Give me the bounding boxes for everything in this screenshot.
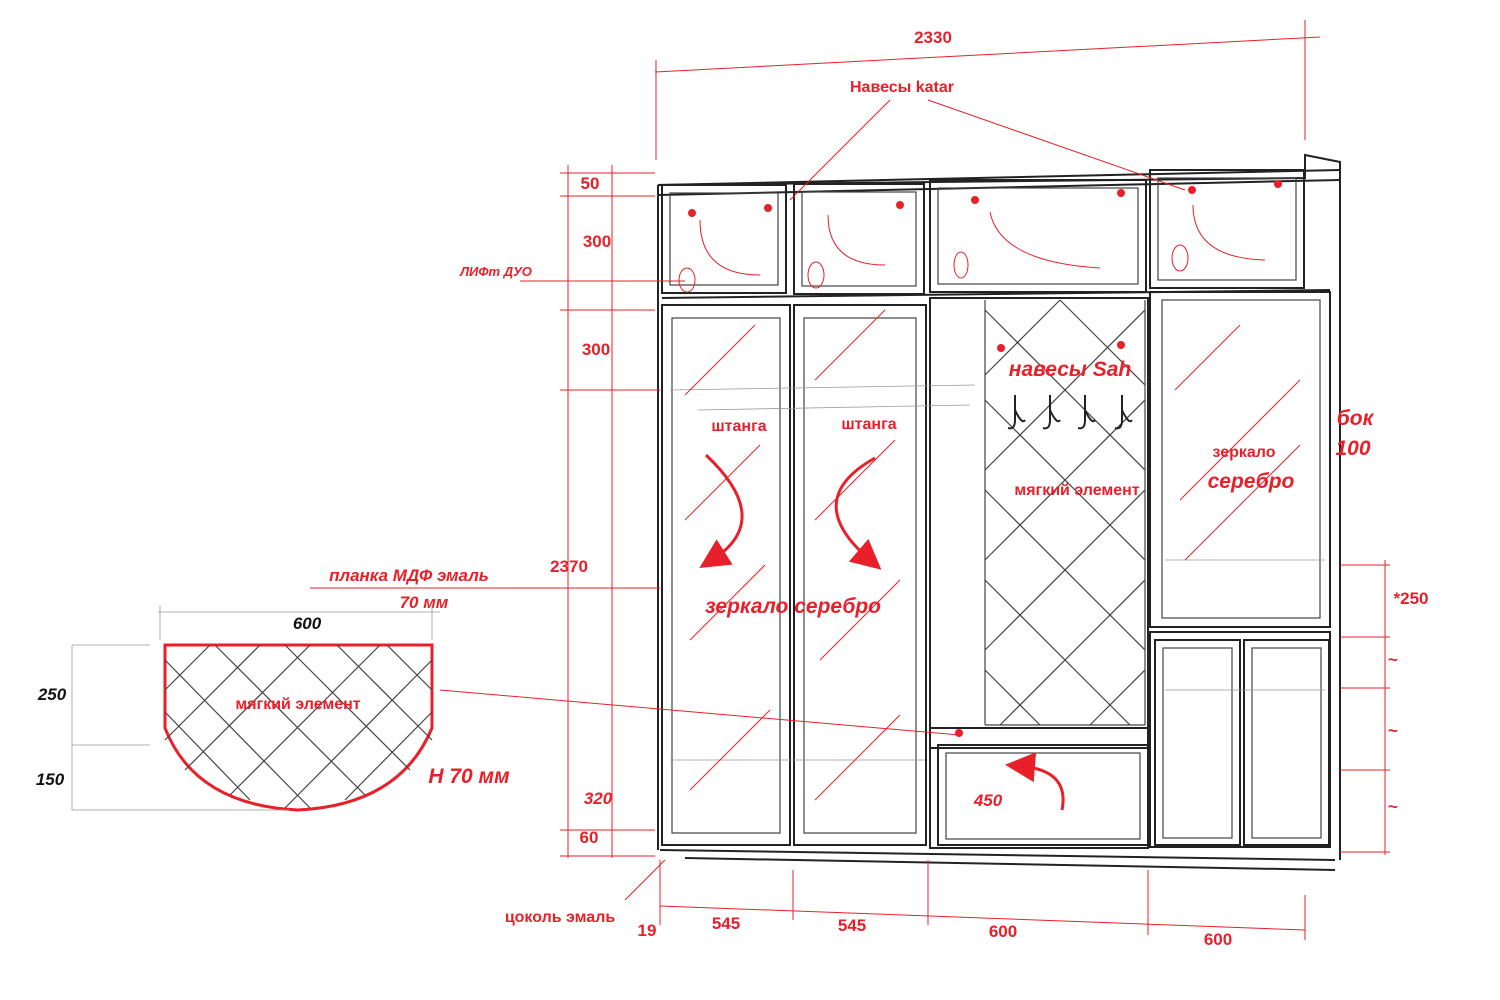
dim-lower-height: 320 bbox=[584, 789, 613, 808]
note-mirror-silver: зеркало серебро bbox=[705, 595, 881, 618]
note-hinges-sah: навесы Sah bbox=[1009, 358, 1131, 381]
dim-upper-height: 300 bbox=[583, 232, 611, 251]
dim-total-width: 2330 bbox=[914, 28, 952, 47]
dim-col1-width: 545 bbox=[712, 914, 740, 933]
note-rod-right: штанга bbox=[841, 416, 896, 433]
dim-tilde-2: ~ bbox=[1388, 721, 1398, 740]
seat-detail: 600 250 150 мягкий элемент H 70 мм bbox=[36, 605, 510, 812]
seat-rect-height: 250 bbox=[37, 685, 67, 704]
seat-arc-height: 150 bbox=[36, 770, 65, 789]
dim-seat-height: 450 bbox=[973, 791, 1003, 810]
dimension-lines bbox=[310, 20, 1390, 940]
note-side-2: 100 bbox=[1335, 437, 1370, 460]
seat-width: 600 bbox=[293, 614, 322, 633]
note-lift-duo: ЛИФт ДУО bbox=[459, 264, 532, 279]
dim-col3-width: 600 bbox=[989, 922, 1017, 941]
note-hinges-katar: Навесы katar bbox=[850, 79, 954, 96]
dim-tilde-3: ~ bbox=[1388, 797, 1398, 816]
cabinet bbox=[657, 153, 1341, 871]
note-mirror-right-2: серебро bbox=[1208, 470, 1295, 493]
dim-col4-width: 600 bbox=[1204, 930, 1232, 949]
seat-label: мягкий элемент bbox=[235, 696, 360, 713]
dim-tilde-1: ~ bbox=[1388, 650, 1398, 669]
note-plank-1: планка МДФ эмаль bbox=[329, 566, 489, 585]
dimension-labels: 2330 50 300 300 2370 320 60 19 545 545 6… bbox=[550, 28, 1428, 949]
annotations: Навесы katar ЛИФт ДУО навесы Sah штанга … bbox=[329, 79, 1374, 926]
dim-col2-width: 545 bbox=[838, 916, 866, 935]
dim-plinth-height: 60 bbox=[580, 828, 599, 847]
note-mirror-right-1: зеркало bbox=[1212, 444, 1275, 461]
coat-hooks-icon bbox=[1007, 395, 1133, 430]
dim-mid-height: 300 bbox=[582, 340, 610, 359]
dim-plinth-offset: 19 bbox=[638, 921, 657, 940]
dim-total-height: 2370 bbox=[550, 557, 588, 576]
note-plinth-enamel: цоколь эмаль bbox=[505, 909, 616, 926]
dim-top-gap: 50 bbox=[581, 174, 600, 193]
note-rod-left: штанга bbox=[711, 418, 766, 435]
note-plank-2: 70 мм bbox=[400, 593, 449, 612]
note-soft-element: мягкий элемент bbox=[1014, 482, 1139, 499]
dim-right-section: *250 bbox=[1394, 589, 1429, 608]
note-side-1: бок bbox=[1337, 407, 1375, 430]
seat-height-note: H 70 мм bbox=[428, 765, 510, 788]
